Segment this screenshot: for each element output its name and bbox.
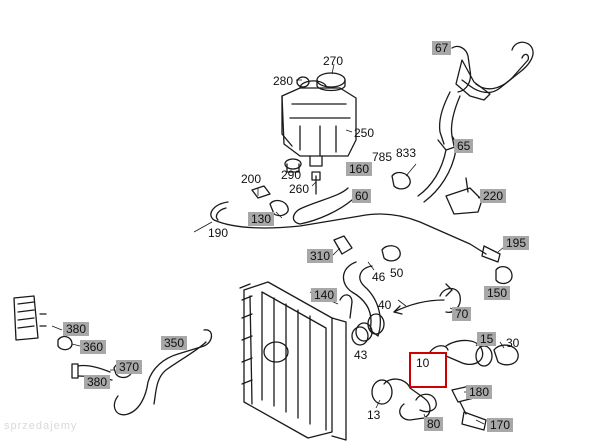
hose-60 bbox=[292, 187, 353, 225]
callout-160: 160 bbox=[346, 162, 373, 176]
callout-170: 170 bbox=[487, 418, 514, 432]
arrow-40 bbox=[393, 299, 445, 313]
hose-13 bbox=[383, 378, 431, 421]
callout-200: 200 bbox=[241, 172, 262, 186]
callout-370: 370 bbox=[116, 360, 143, 374]
sensor-260 bbox=[311, 171, 321, 195]
callout-70: 70 bbox=[452, 307, 472, 321]
connector-310 bbox=[333, 235, 353, 255]
clamp-130 bbox=[269, 199, 289, 217]
callout-50: 50 bbox=[390, 266, 404, 280]
o-ring-43 bbox=[351, 326, 369, 346]
callout-380-top: 380 bbox=[63, 322, 90, 336]
clamp-200 bbox=[251, 185, 271, 199]
bleed-pipe-190 bbox=[210, 201, 487, 255]
callout-220: 220 bbox=[480, 189, 507, 203]
highlight-box-part-10 bbox=[409, 352, 447, 388]
callout-65: 65 bbox=[454, 139, 474, 153]
clamp-360 bbox=[57, 335, 73, 351]
sensor-170 bbox=[461, 411, 487, 431]
o-ring-30 bbox=[475, 345, 493, 367]
clamp-80 bbox=[415, 393, 437, 413]
upper-hose bbox=[417, 41, 534, 203]
sensor-220 bbox=[445, 177, 483, 215]
callout-60: 60 bbox=[352, 189, 372, 203]
callout-43: 43 bbox=[354, 348, 368, 362]
callout-80: 80 bbox=[424, 417, 444, 431]
callout-260: 260 bbox=[289, 182, 310, 196]
callout-130: 130 bbox=[248, 212, 275, 226]
bracket-140 bbox=[339, 294, 353, 319]
hose-10 bbox=[445, 339, 484, 365]
clamp-50 bbox=[381, 245, 401, 262]
aux-cooler bbox=[13, 295, 47, 341]
callout-290: 290 bbox=[281, 168, 302, 182]
callout-46: 46 bbox=[372, 270, 386, 284]
callout-180: 180 bbox=[466, 385, 493, 399]
connector-195 bbox=[481, 245, 501, 263]
callout-30: 30 bbox=[506, 336, 520, 350]
callout-380-bottom: 380 bbox=[84, 375, 111, 389]
callout-190: 190 bbox=[208, 226, 229, 240]
callout-250: 250 bbox=[354, 126, 375, 140]
callout-67: 67 bbox=[432, 41, 452, 55]
callout-350: 350 bbox=[161, 336, 188, 350]
hose-clamp-785 bbox=[391, 171, 411, 190]
callout-785: 785 bbox=[372, 150, 393, 164]
callout-10: 10 bbox=[416, 356, 430, 370]
callout-310: 310 bbox=[307, 249, 334, 263]
callout-270: 270 bbox=[323, 54, 344, 68]
callout-13: 13 bbox=[367, 408, 381, 422]
callout-195: 195 bbox=[503, 236, 530, 250]
expansion-tank bbox=[281, 72, 357, 173]
callout-140: 140 bbox=[311, 288, 338, 302]
callout-280: 280 bbox=[273, 74, 294, 88]
o-ring-13 bbox=[371, 379, 393, 405]
lower-hose-40 bbox=[342, 261, 381, 337]
callout-150: 150 bbox=[484, 286, 511, 300]
hose-350 bbox=[113, 329, 213, 416]
clamp-150 bbox=[495, 265, 513, 285]
callout-40: 40 bbox=[378, 298, 392, 312]
callout-360: 360 bbox=[80, 340, 107, 354]
radiator bbox=[239, 281, 347, 441]
watermark: sprzedajemy bbox=[4, 420, 78, 432]
callout-833: 833 bbox=[396, 146, 417, 160]
callout-15: 15 bbox=[477, 332, 497, 346]
